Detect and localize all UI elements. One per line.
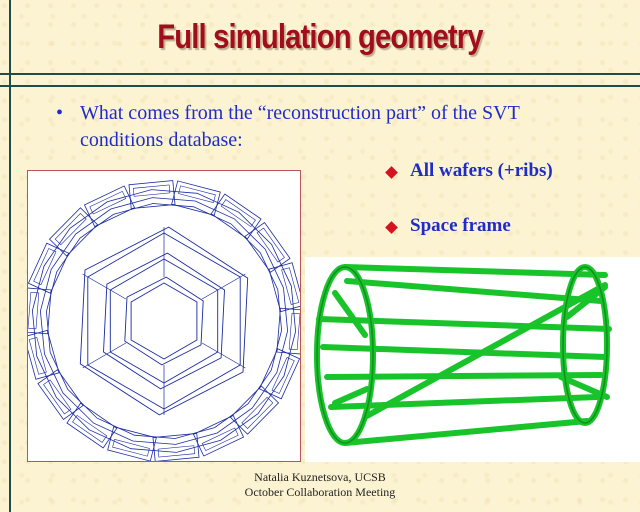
bullet-line-1: What comes from the “reconstruction part… xyxy=(80,102,520,124)
bullet-point: • What comes from the “reconstruction pa… xyxy=(56,100,596,154)
bullet-marker: • xyxy=(56,102,64,124)
wafer-geometry-drawing xyxy=(23,180,305,462)
space-frame-drawing xyxy=(314,264,612,446)
item-all-wafers: All wafers (+ribs) xyxy=(410,160,553,181)
slide-footer: Natalia Kuznetsova, UCSB October Collabo… xyxy=(220,470,420,500)
space-frame-image xyxy=(305,257,640,462)
footer-author: Natalia Kuznetsova, UCSB xyxy=(254,470,386,484)
slide-title: Full simulation geometry xyxy=(157,18,483,56)
wafer-geometry-image xyxy=(23,170,305,462)
title-underline-bottom xyxy=(0,85,640,87)
footer-meeting: October Collaboration Meeting xyxy=(244,485,396,499)
bullet-line-2: conditions database: xyxy=(80,129,243,151)
left-border-line xyxy=(9,0,11,512)
item-space-frame: Space frame xyxy=(410,215,511,236)
title-underline-top xyxy=(0,73,640,75)
